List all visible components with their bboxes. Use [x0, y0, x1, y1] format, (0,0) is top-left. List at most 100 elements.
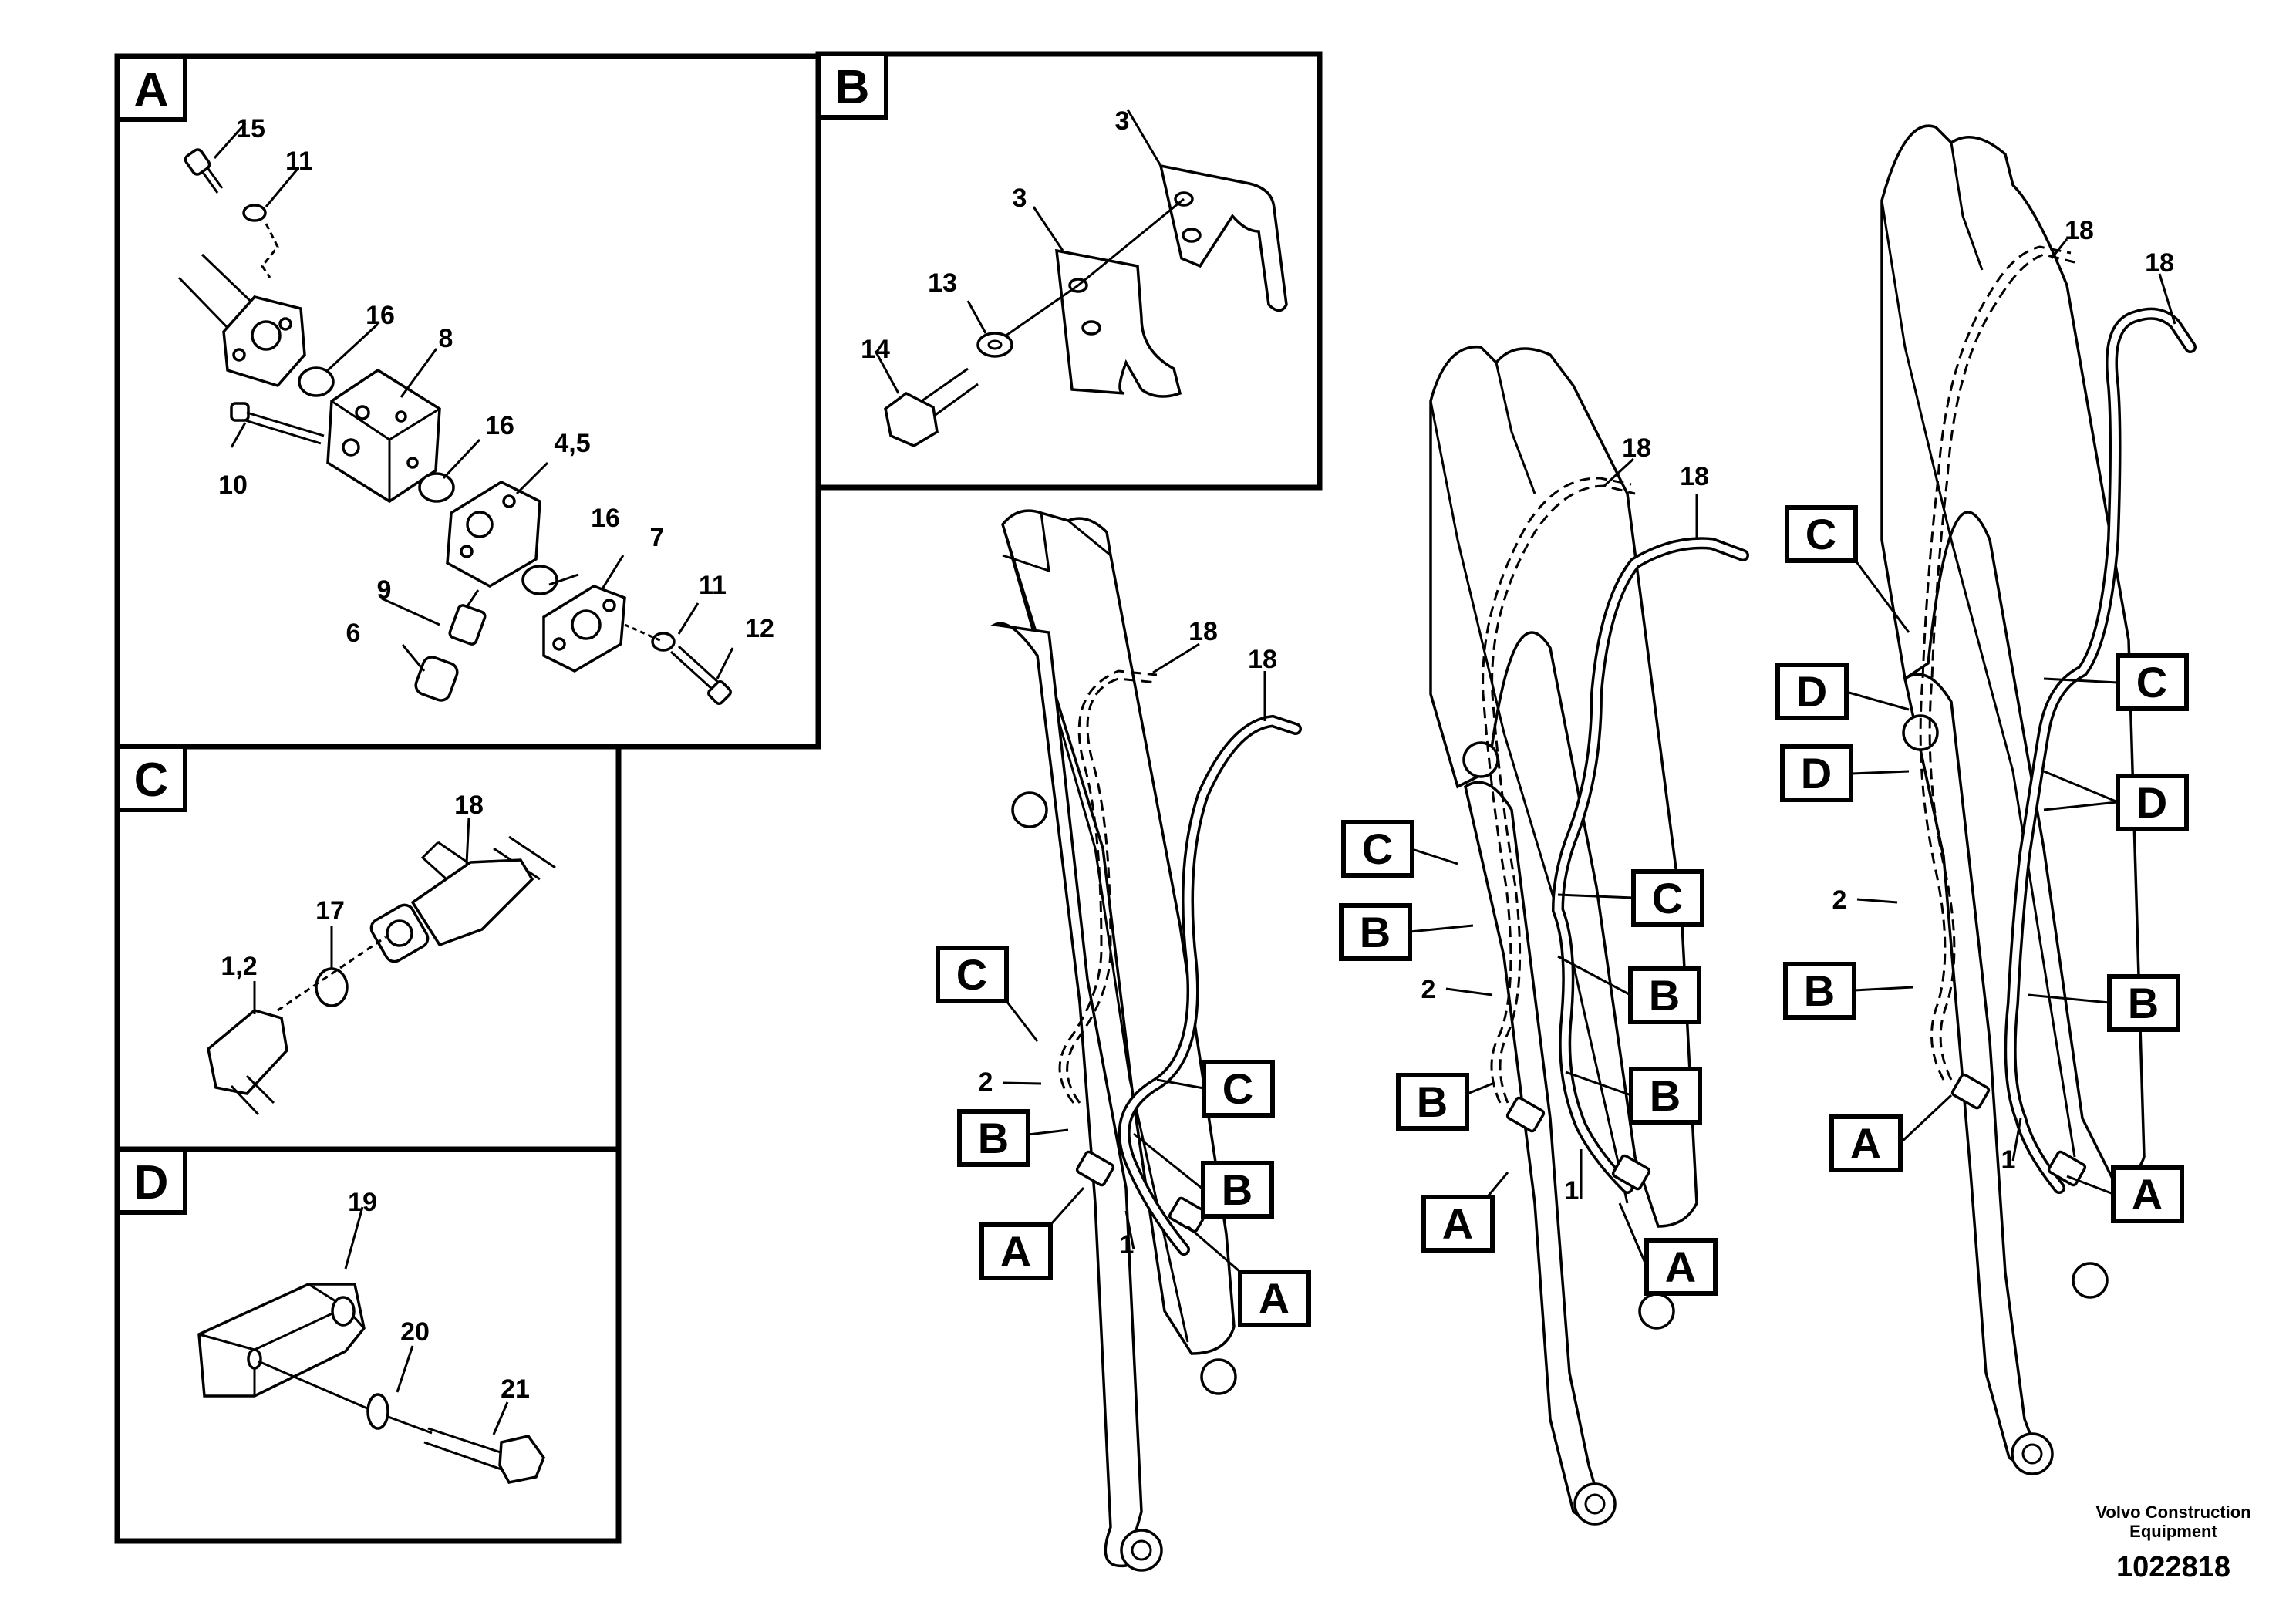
o-ring-16-c: [521, 565, 558, 595]
svg-text:B: B: [1222, 1165, 1253, 1214]
svg-text:B: B: [978, 1114, 1009, 1162]
boom-middle-label-2: 2: [1421, 975, 1436, 1004]
boom-left-box-leaders: [994, 1000, 1241, 1273]
svg-text:B: B: [1417, 1077, 1448, 1126]
boom-left-body: [1001, 509, 1236, 1355]
svg-text:B: B: [1360, 908, 1391, 956]
callout-6: 6: [346, 619, 361, 648]
boom-middle-box-a1: [1421, 1195, 1495, 1253]
boom-left-valve-1: [1168, 1196, 1208, 1233]
boom-middle-box-b4: [1629, 1067, 1702, 1125]
panel-b-drawing: [874, 109, 1288, 447]
boom-left-box-b2: [1201, 1161, 1274, 1219]
boom-middle-box-c2: [1631, 869, 1704, 927]
panel-a-callouts: 15 11 16 8 10 16 4,5 16 7 9 11 6 12: [218, 114, 774, 648]
boom-left-box-a2: [1238, 1270, 1311, 1327]
svg-text:B: B: [1650, 1071, 1681, 1120]
panel-b-callouts: 3 3 13 14: [861, 106, 1129, 364]
svg-text:A: A: [2132, 1170, 2163, 1219]
bolt-10: [230, 402, 325, 445]
boom-right-valve-1: [2047, 1150, 2087, 1187]
callout-15: 15: [236, 114, 265, 143]
boom-left-box-c2: [1202, 1060, 1275, 1118]
panel-d-title-box: [115, 1147, 187, 1215]
panel-b-title: B: [835, 61, 870, 114]
washer-20: [366, 1393, 389, 1430]
clamp-half-rear: [1158, 164, 1288, 312]
svg-text:C: C: [1652, 874, 1683, 922]
svg-text:B: B: [2128, 979, 2159, 1027]
boom-middle-label-18a: 18: [1622, 433, 1651, 463]
boom-middle-box-c1: [1341, 820, 1414, 878]
boom-middle-valve-2: [1505, 1096, 1546, 1133]
callout-8: 8: [439, 324, 453, 353]
svg-text:B: B: [1804, 966, 1835, 1015]
boom-right-body: [1880, 124, 2146, 1182]
boom-left-label-2: 2: [979, 1067, 993, 1097]
boom-left-label-18b: 18: [1248, 645, 1277, 674]
axis-d: [258, 1360, 433, 1435]
panel-c-title-box: [115, 744, 187, 812]
callout-18: 18: [454, 791, 484, 820]
boom-middle-cylinder: [1464, 781, 1602, 1518]
panel-c-drawing: [207, 817, 556, 1116]
boom-right-box-d1: [1775, 663, 1849, 720]
company-line-1: Volvo Construction: [2095, 1502, 2250, 1522]
axis-b: [994, 197, 1185, 345]
boom-right-label-1: 1: [2001, 1145, 2016, 1175]
bolt-21: [423, 1427, 545, 1484]
o-ring-16-a: [298, 366, 335, 397]
boom-right-box-d3: [2116, 774, 2189, 831]
callout-11-top: 11: [285, 147, 313, 176]
panel-b-frame: [815, 51, 1323, 491]
leader-lines-c: [253, 817, 470, 1014]
callout-16-c: 16: [591, 504, 620, 533]
panel-a-title-box: [115, 54, 187, 122]
callout-13: 13: [928, 268, 957, 298]
hose-18-body: [420, 835, 556, 889]
boom-left-leaders-hose: [1002, 642, 1266, 1250]
boom-right-leaders-hose: [1856, 238, 2176, 1162]
callout-7: 7: [650, 523, 665, 552]
boom-middle-label-18b: 18: [1680, 462, 1709, 491]
boom-middle-box-a2: [1644, 1238, 1718, 1296]
block-4-5: [446, 480, 541, 588]
svg-text:C: C: [1222, 1064, 1253, 1113]
boom-right-box-c2: [2116, 653, 2189, 711]
footer: Volvo Construction Equipment 1022818: [2095, 1502, 2250, 1583]
boom-left-box-a1: [979, 1222, 1053, 1280]
svg-text:D: D: [1801, 749, 1832, 798]
nut-6: [414, 656, 459, 702]
svg-text:C: C: [1805, 510, 1836, 558]
boom-right-valve-2: [1950, 1073, 1991, 1110]
svg-text:C: C: [2136, 658, 2167, 706]
bolt-14: [884, 367, 979, 447]
callout-16-b: 16: [485, 411, 514, 440]
leader-lines-a: [213, 123, 734, 679]
boom-right-box-a1: [1829, 1114, 1903, 1172]
callout-4-5: 4,5: [554, 429, 590, 458]
boom-middle-box-b3: [1396, 1073, 1469, 1131]
boom-left-cylinder: [990, 622, 1143, 1568]
boom-right-labels: 18 18 2 1 C C D D D B B A A: [1775, 216, 2189, 1223]
boom-left-box-b1: [957, 1109, 1030, 1167]
callout-9: 9: [377, 575, 392, 605]
clamp-block-19: [197, 1283, 366, 1398]
boom-middle-box-b2: [1628, 966, 1701, 1024]
boom-middle-label-1: 1: [1565, 1176, 1580, 1206]
leader-lines-b: [874, 109, 1162, 394]
panel-titles: A B C D: [115, 52, 888, 1215]
callout-14: 14: [861, 335, 890, 364]
boom-left-hose-2: [1066, 677, 1158, 1104]
bolt-12: [669, 645, 732, 705]
boom-left-box-c1: [936, 946, 1009, 1003]
callout-12: 12: [745, 614, 774, 643]
bolt-axis-top: [261, 223, 279, 278]
callout-3-rear: 3: [1115, 106, 1130, 136]
svg-text:C: C: [956, 950, 987, 999]
washer-11-low: [651, 632, 676, 652]
svg-text:A: A: [1665, 1243, 1696, 1291]
flange-top-hole: [251, 320, 282, 351]
boom-left-label-18a: 18: [1188, 617, 1218, 646]
